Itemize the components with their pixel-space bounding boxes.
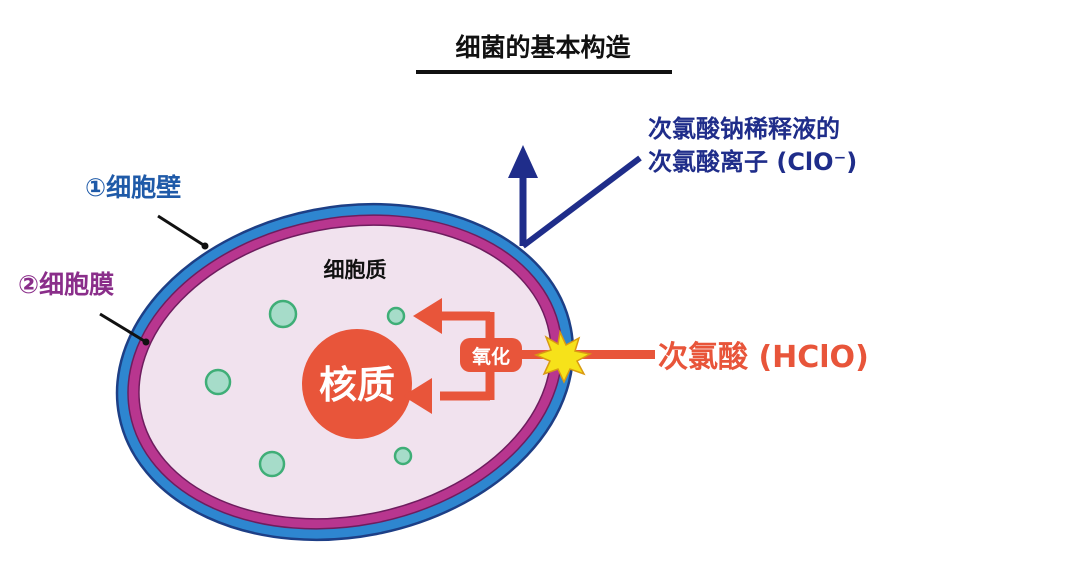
granule [386,306,406,326]
diagram-title: 细菌的基本构造 [455,33,630,62]
cytoplasm-label: 细胞质 [324,258,387,282]
granule [258,450,286,478]
impact-burst [533,329,593,384]
arrow-head-to-nucleus [403,378,432,414]
oxidation-label: 氧化 [472,345,510,368]
cell-wall-pointer-dot [201,242,209,250]
clo-label-line2: 次氯酸离子 (ClO⁻) [648,148,857,176]
cell-wall-pointer [157,214,206,248]
granule [393,446,413,466]
hclo-label: 次氯酸 (HClO) [658,340,869,375]
clo-arrow [508,145,642,249]
oxidation-badge [460,338,522,372]
nucleus-label: 核质 [319,363,395,407]
cell-membrane-pointer-dot [142,338,150,346]
cell-membrane-label: ②细胞膜 [18,270,114,299]
arrow-head-to-granule [413,298,442,334]
clo-arrow-head [508,145,538,178]
cell-membrane-pointer [99,312,147,344]
granule [204,368,232,396]
clo-label-line1: 次氯酸钠稀释液的 [648,115,840,143]
cell-wall-label: ①细胞壁 [85,173,181,202]
title-underline [416,70,672,74]
nucleus [302,329,412,439]
granule [268,299,298,329]
